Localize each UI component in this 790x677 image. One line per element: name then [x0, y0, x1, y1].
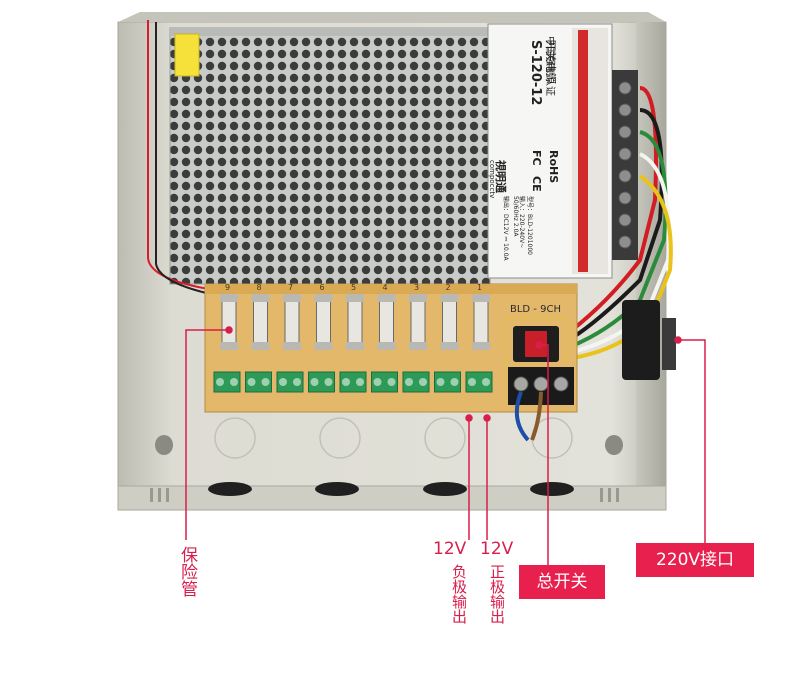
psu-brand-en: compocctv [488, 160, 496, 199]
switch-label: 总开关 [519, 565, 605, 599]
fuse-holder [314, 294, 333, 350]
output-terminal [308, 371, 335, 393]
fuse-holder [377, 294, 396, 350]
fuse-holder [440, 294, 459, 350]
fuse-holder [472, 294, 490, 350]
board-title: BLD - 9CH [510, 304, 561, 315]
psu-model-code: 型号：BLD-1201000 [526, 196, 533, 255]
output-terminal [465, 371, 493, 393]
pos-output-label: 正极输出 [488, 564, 506, 624]
channel-number: 3 [414, 283, 420, 292]
output-terminal [276, 371, 304, 393]
output-terminal [434, 371, 461, 393]
output-terminal [245, 371, 272, 393]
ac-input-socket [622, 300, 660, 380]
channel-number: 1 [477, 283, 483, 292]
output-terminal [402, 371, 430, 393]
channel-number: 6 [319, 283, 325, 292]
fuse-holder [220, 294, 238, 350]
psu-perforated-cover [169, 27, 491, 285]
channel-number: 9 [225, 283, 231, 292]
psu-input: 输入：220-240V~ [518, 196, 525, 249]
output-terminal [339, 371, 367, 393]
output-terminal [213, 371, 241, 393]
fuse-holder [346, 294, 364, 350]
ac-input-label: 220V接口 [636, 543, 754, 577]
psu-type: 开关电源 [544, 40, 557, 84]
fuse-holder [283, 294, 301, 350]
neg-output-voltage: 12V [433, 539, 467, 559]
psu-fc: FC [530, 150, 543, 166]
channel-number: 8 [256, 283, 262, 292]
psu-rohs: RoHS [547, 150, 560, 184]
channel-number: 2 [445, 283, 451, 292]
psu-input2: 50/60Hz 2.0A [512, 196, 519, 237]
pos-output-voltage: 12V [480, 539, 514, 559]
channel-number: 5 [351, 283, 357, 292]
neg-output-label: 负极输出 [450, 564, 468, 624]
fuse-holder [409, 294, 427, 350]
psu-model: S-120-12 [528, 40, 543, 106]
fuse-label: 保险管 [177, 546, 197, 597]
psu-output: 输出：DC12V ⎓ 10.0A [502, 196, 509, 261]
channel-number: 7 [288, 283, 294, 292]
psu-ce: CE [530, 176, 543, 192]
fuse-holder [251, 294, 270, 350]
output-terminal [371, 371, 398, 393]
channel-number: 4 [382, 283, 388, 292]
